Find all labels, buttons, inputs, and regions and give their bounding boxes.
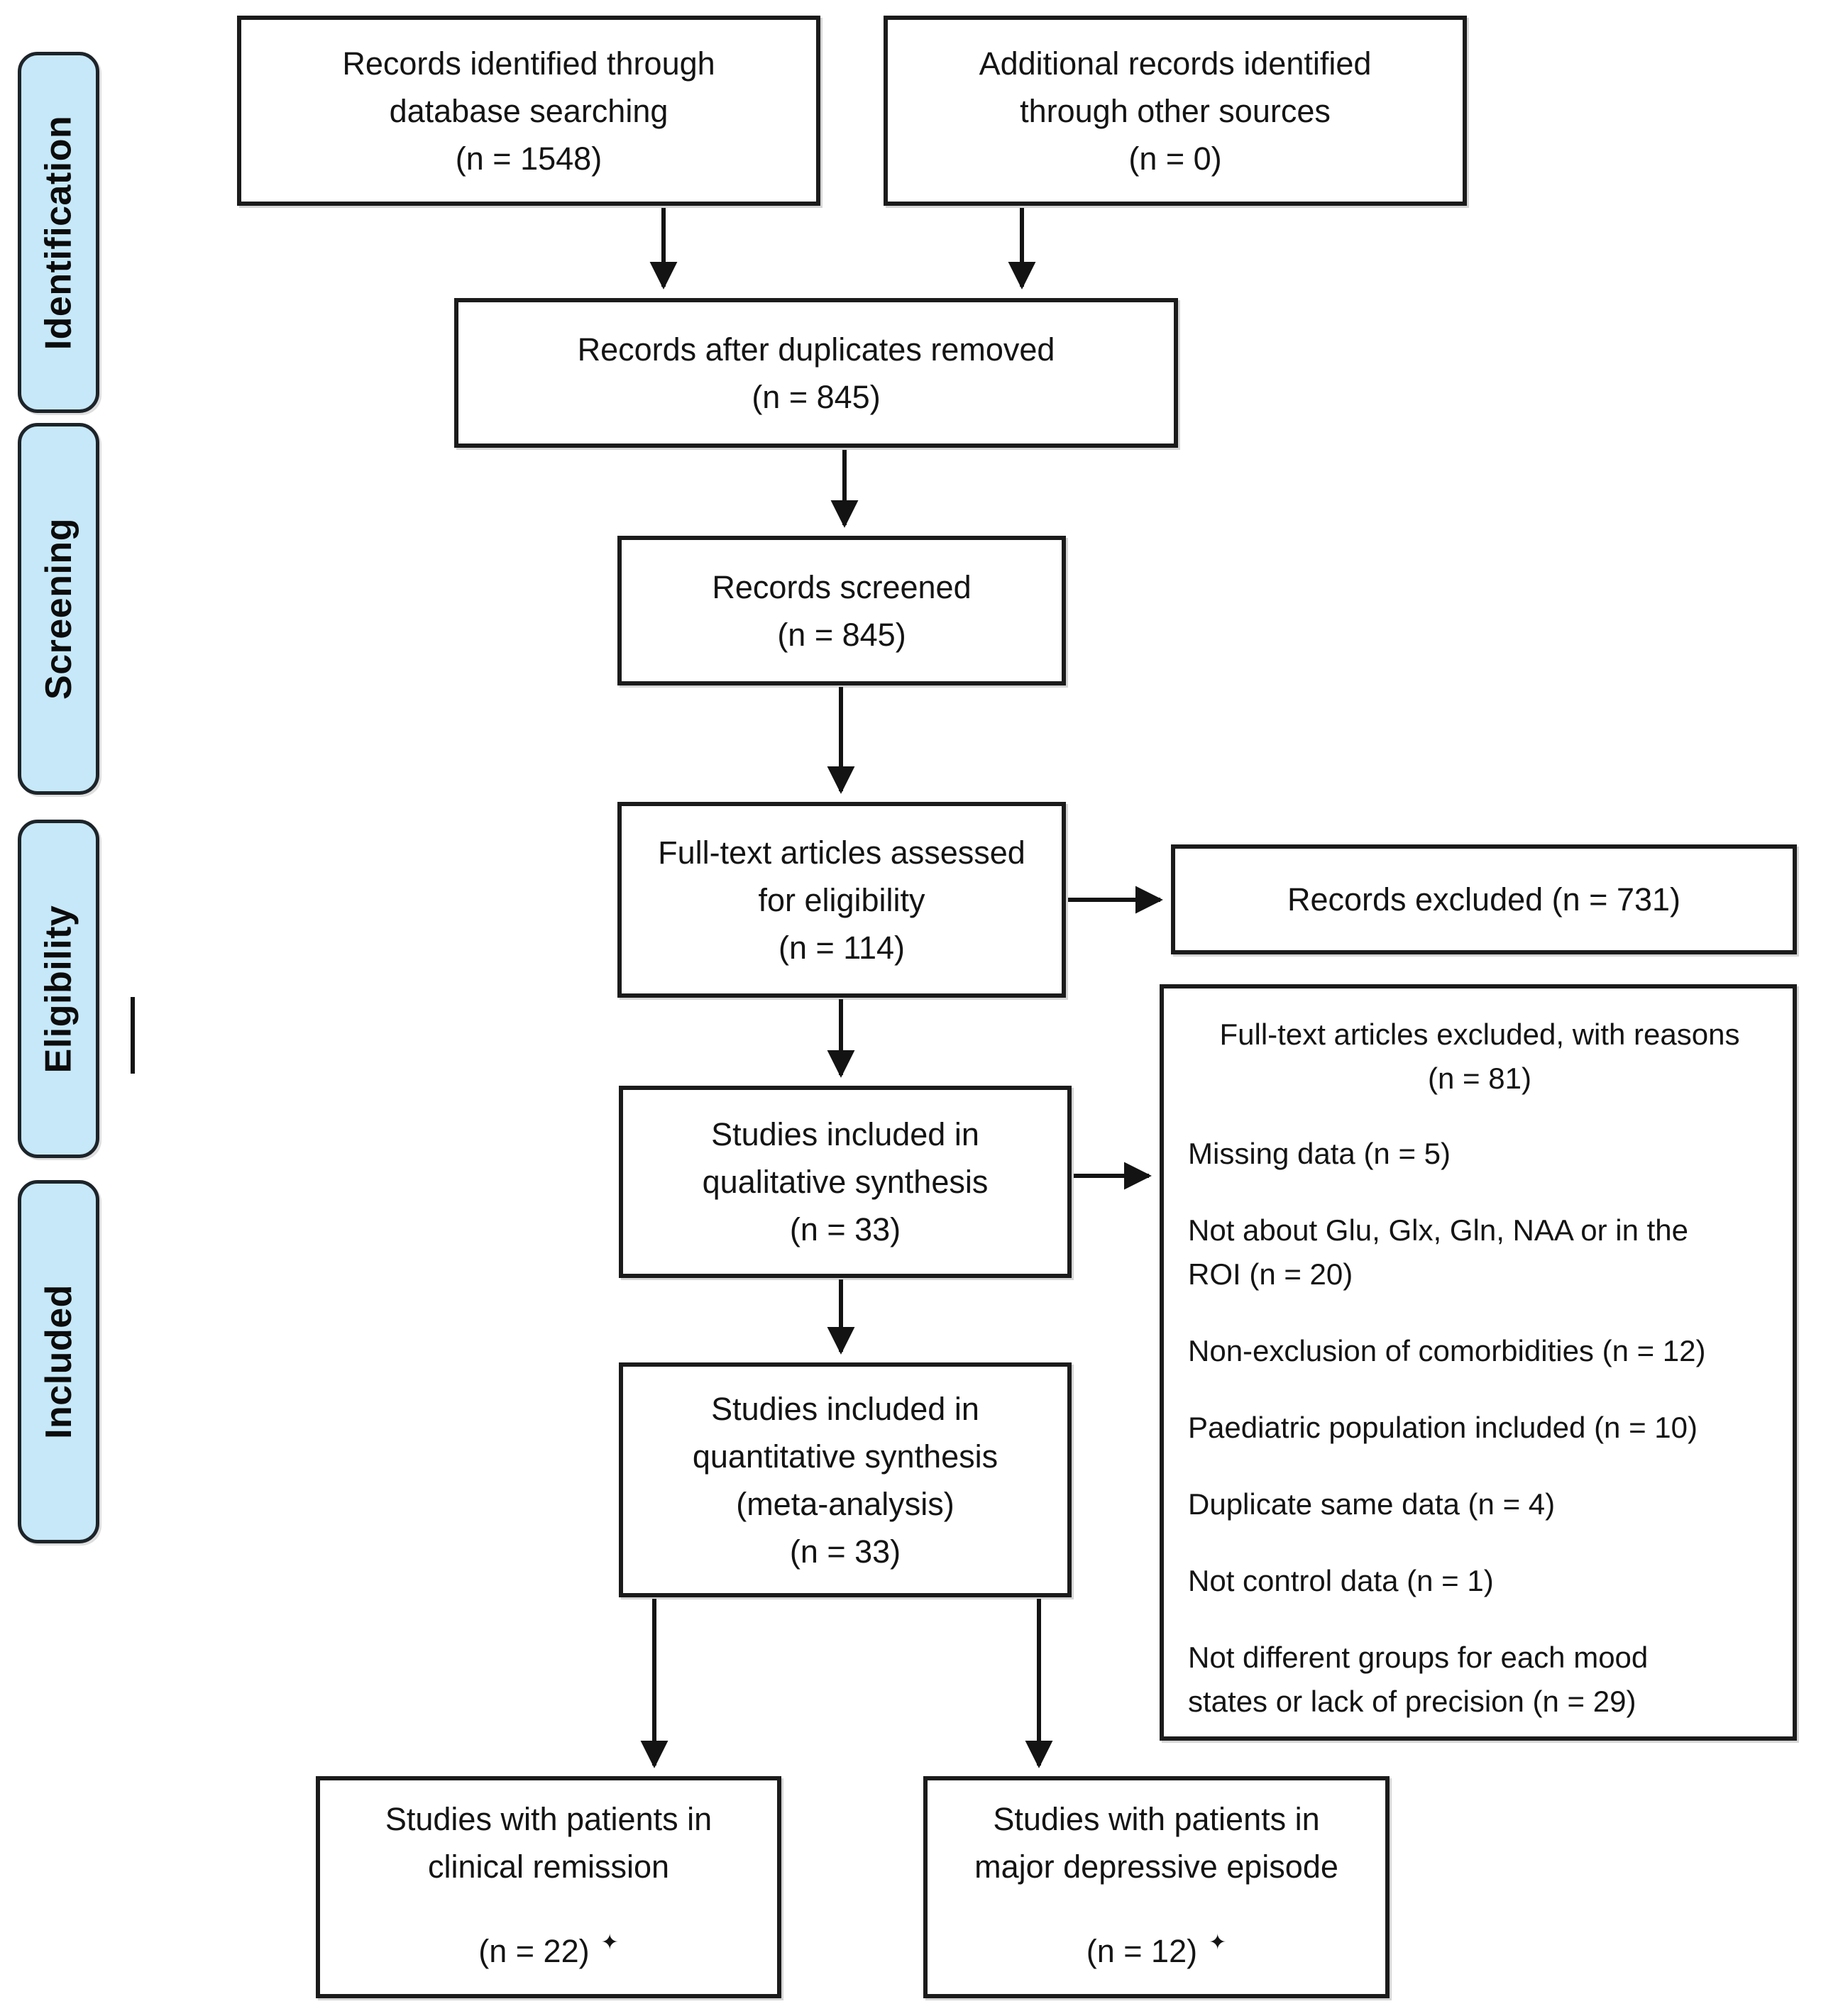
- box-line: Studies with patients in: [385, 1801, 713, 1837]
- box-excluded-reasons: Full-text articles excluded, with reason…: [1160, 984, 1797, 1741]
- box-line: Studies with patients in: [993, 1801, 1320, 1837]
- box-line: (n = 114): [778, 929, 906, 966]
- box-line: Full-text articles assessed: [658, 834, 1025, 871]
- box-line: Records after duplicates removed: [577, 331, 1055, 368]
- stage-identification: Identification: [18, 52, 99, 413]
- box-records-identified: Records identified through database sear…: [237, 16, 820, 206]
- n-value: (n = 22): [478, 1933, 590, 1969]
- excluded-reason-item: Not control data (n = 1): [1188, 1559, 1771, 1603]
- box-line: (n = 33): [789, 1211, 901, 1247]
- reason-line: states or lack of precision (n = 29): [1188, 1685, 1636, 1718]
- box-line: (n = 0): [1128, 140, 1222, 177]
- reason-line: Duplicate same data (n = 4): [1188, 1487, 1556, 1521]
- stage-screening-label: Screening: [38, 518, 79, 700]
- box-additional-records: Additional records identified through ot…: [884, 16, 1467, 206]
- box-line: Additional records identified: [979, 45, 1372, 82]
- reason-line: Not different groups for each mood: [1188, 1641, 1649, 1674]
- box-line: database searching: [389, 92, 669, 129]
- stage-eligibility: Eligibility: [18, 820, 99, 1158]
- n-value-line: (n = 12) ✦: [1086, 1927, 1226, 1979]
- box-line: (n = 845): [777, 616, 906, 653]
- box-line: quantitative synthesis: [692, 1438, 998, 1475]
- reason-line: Not about Glu, Glx, Gln, NAA or in the: [1188, 1213, 1688, 1247]
- box-line: through other sources: [1020, 92, 1331, 129]
- box-fulltext-assessed: Full-text articles assessed for eligibil…: [617, 802, 1066, 998]
- excluded-reasons-title-text: Full-text articles excluded, with reason…: [1219, 1018, 1740, 1051]
- asterisk-star-icon: ✦: [1209, 1931, 1227, 1954]
- box-clinical-remission: Studies with patients in clinical remiss…: [316, 1776, 781, 1998]
- box-line: (meta-analysis): [736, 1485, 954, 1522]
- box-line: Records screened: [712, 568, 972, 605]
- box-quantitative-synthesis: Studies included in quantitative synthes…: [619, 1362, 1072, 1597]
- stage-screening: Screening: [18, 423, 99, 795]
- excluded-reasons-count: (n = 81): [1428, 1062, 1531, 1095]
- excluded-reason-item: Missing data (n = 5): [1188, 1132, 1771, 1176]
- box-line: Records identified through: [342, 45, 715, 82]
- reason-line: ROI (n = 20): [1188, 1257, 1353, 1291]
- stage-identification-label: Identification: [38, 115, 79, 350]
- stage-included-label: Included: [38, 1284, 79, 1439]
- box-line: Records excluded (n = 731): [1287, 881, 1681, 918]
- box-duplicates-removed: Records after duplicates removed (n = 84…: [454, 298, 1178, 448]
- box-line: major depressive episode: [974, 1849, 1338, 1885]
- box-line: clinical remission: [427, 1849, 670, 1885]
- box-line: (n = 1548): [455, 140, 603, 177]
- reason-line: Paediatric population included (n = 10): [1188, 1411, 1698, 1444]
- reason-line: Not control data (n = 1): [1188, 1564, 1494, 1597]
- box-line: (n = 845): [752, 378, 881, 415]
- excluded-reasons-title: Full-text articles excluded, with reason…: [1188, 1013, 1771, 1101]
- box-line: (n = 33): [789, 1533, 901, 1570]
- excluded-reason-item: Not different groups for each mood state…: [1188, 1636, 1771, 1724]
- n-value-line: (n = 22) ✦: [478, 1927, 618, 1979]
- box-records-excluded: Records excluded (n = 731): [1171, 844, 1797, 954]
- box-line: Studies included in: [711, 1390, 979, 1427]
- reason-line: Non-exclusion of comorbidities (n = 12): [1188, 1334, 1706, 1367]
- box-records-screened: Records screened (n = 845): [617, 536, 1066, 685]
- reason-line: Missing data (n = 5): [1188, 1137, 1451, 1170]
- box-line: qualitative synthesis: [702, 1164, 989, 1200]
- stage-eligibility-label: Eligibility: [38, 905, 79, 1073]
- asterisk-star-icon: ✦: [600, 1931, 619, 1954]
- box-line: for eligibility: [758, 881, 925, 918]
- excluded-reason-item: Duplicate same data (n = 4): [1188, 1482, 1771, 1526]
- excluded-reason-item: Paediatric population included (n = 10): [1188, 1406, 1771, 1450]
- excluded-reason-item: Not about Glu, Glx, Gln, NAA or in the R…: [1188, 1208, 1771, 1296]
- excluded-reason-item: Non-exclusion of comorbidities (n = 12): [1188, 1329, 1771, 1373]
- stage-included: Included: [18, 1180, 99, 1543]
- box-major-depressive-episode: Studies with patients in major depressiv…: [923, 1776, 1390, 1998]
- box-line: Studies included in: [711, 1116, 979, 1152]
- n-value: (n = 12): [1086, 1933, 1198, 1969]
- box-qualitative-synthesis: Studies included in qualitative synthesi…: [619, 1086, 1072, 1278]
